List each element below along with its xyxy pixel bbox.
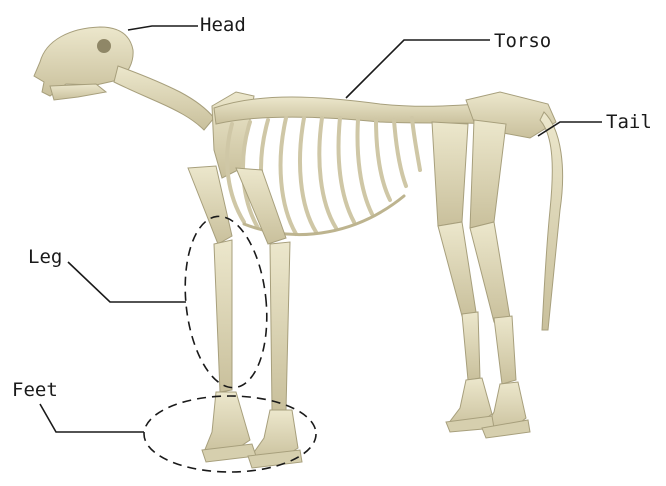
rear-far-thigh: [432, 122, 468, 226]
neck-vertebrae: [114, 66, 214, 130]
front-far-upper-leg: [236, 168, 286, 244]
label-torso: Torso: [494, 32, 551, 51]
front-near-lower-leg: [214, 240, 232, 392]
front-near-upper-leg: [188, 166, 232, 244]
label-tail: Tail: [606, 113, 652, 132]
jaw: [50, 84, 106, 100]
head-leader-line: [128, 26, 198, 30]
rear-far-shin: [438, 222, 476, 316]
label-head: Head: [200, 16, 246, 35]
tail-vertebrae: [540, 112, 563, 330]
leg-leader-line: [68, 262, 186, 302]
rear-near-shin: [470, 222, 510, 322]
label-leg: Leg: [28, 248, 62, 267]
torso-leader-line: [346, 40, 490, 98]
rear-near-thigh: [470, 120, 506, 228]
label-feet: Feet: [12, 381, 58, 400]
eye-socket: [97, 39, 111, 53]
front-far-lower-leg: [270, 242, 290, 410]
feet-leader-line: [40, 404, 144, 432]
rear-near-hock: [494, 316, 516, 384]
rear-far-hock: [462, 312, 480, 380]
